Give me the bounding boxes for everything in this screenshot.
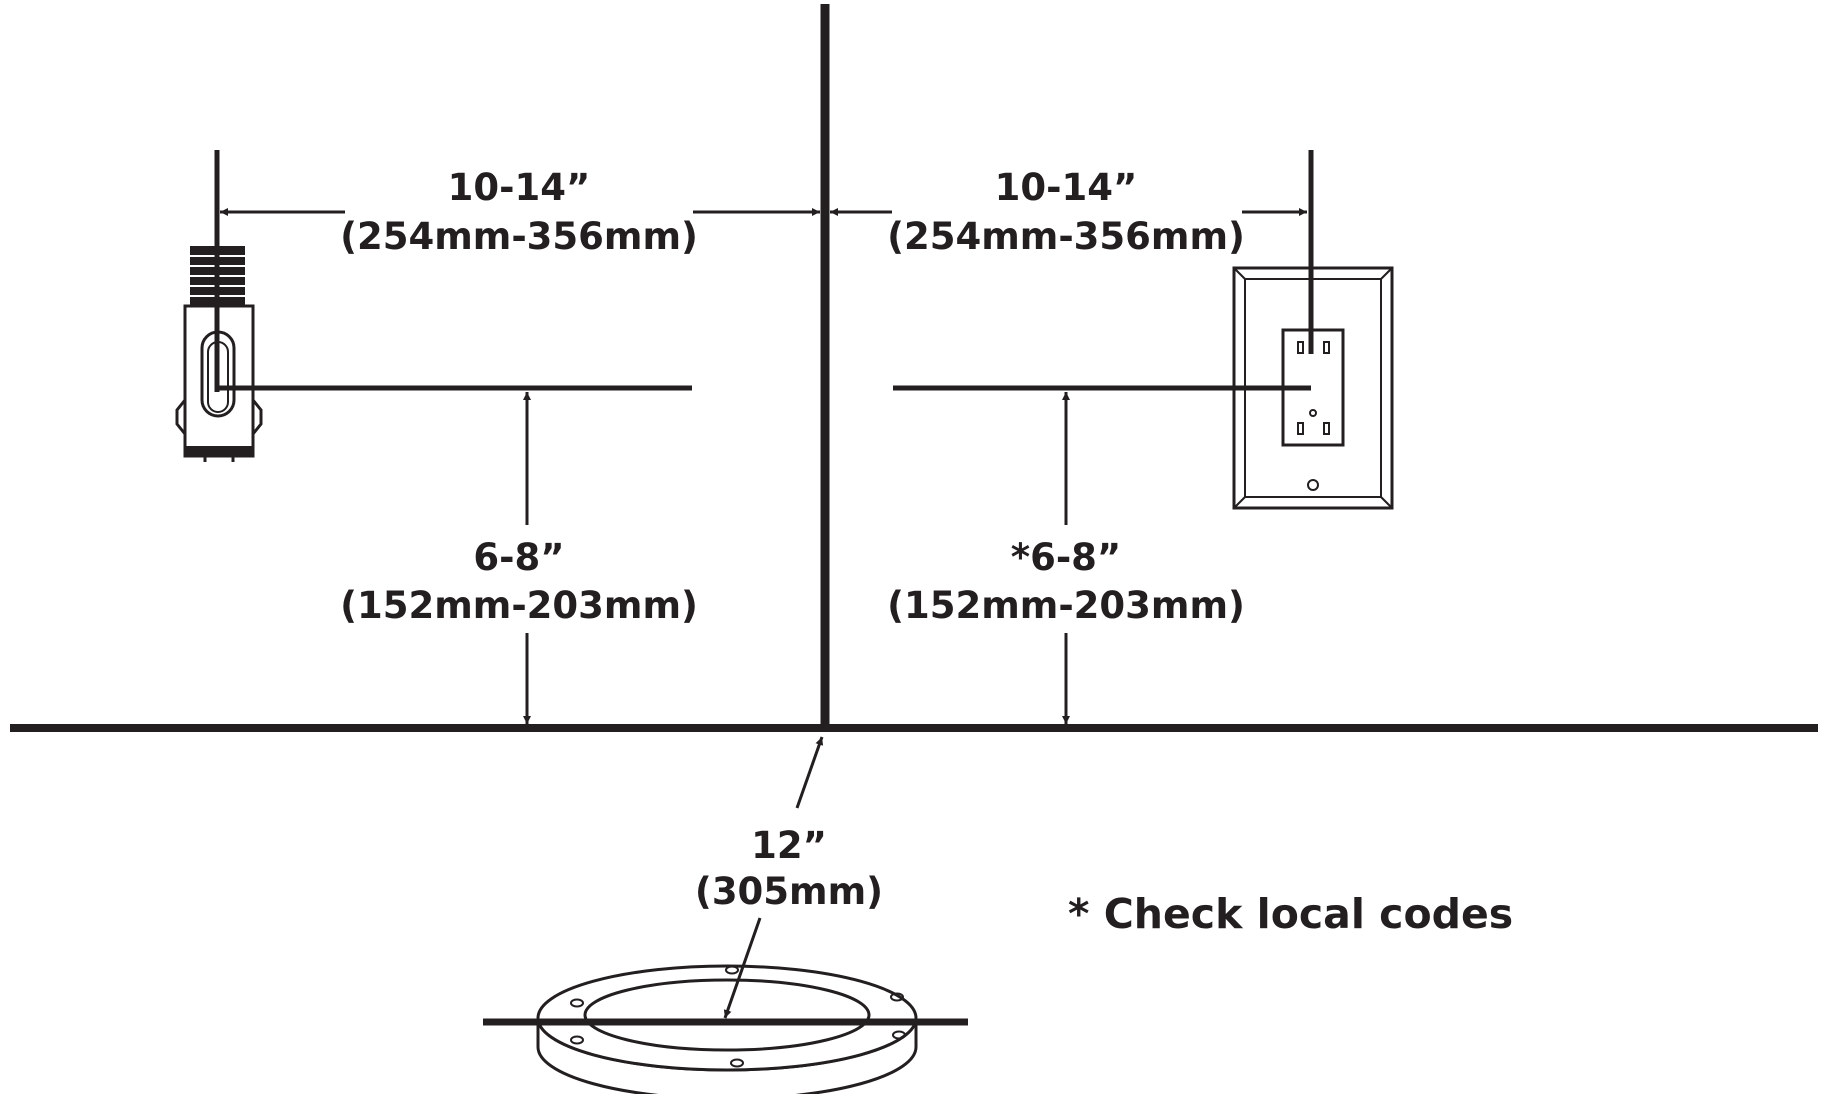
left-horizontal-metric: (254mm-356mm) <box>340 215 698 258</box>
right-vertical-inches: *6-8” <box>1011 536 1122 579</box>
left-vertical-inches: 6-8” <box>473 536 564 579</box>
left-horizontal-inches: 10-14” <box>448 166 591 209</box>
footnote-check-local-codes: * Check local codes <box>1068 890 1513 938</box>
right-horizontal-inches: 10-14” <box>995 166 1138 209</box>
toilet-flange-icon <box>536 964 918 1094</box>
flange-dimension-inches: 12” <box>751 824 827 867</box>
right-horizontal-metric: (254mm-356mm) <box>887 215 1245 258</box>
flange-arrow-to-center <box>723 917 762 1019</box>
right-vertical-metric: (152mm-203mm) <box>887 584 1245 627</box>
left-vertical-metric: (152mm-203mm) <box>340 584 698 627</box>
flange-dimension-metric: (305mm) <box>695 870 883 913</box>
flange-arrow-to-wall <box>795 736 824 809</box>
